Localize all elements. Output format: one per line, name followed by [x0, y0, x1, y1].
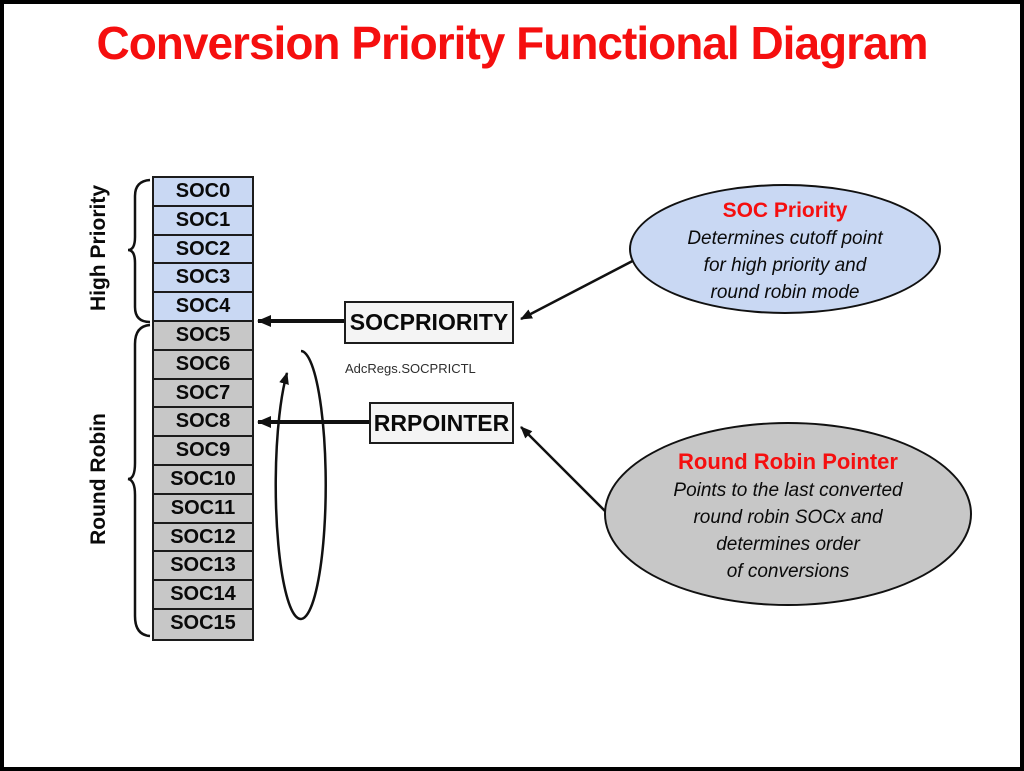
connector-layer: [127, 178, 670, 638]
page-title: Conversion Priority Functional Diagram: [96, 17, 928, 69]
round-robin-loop-arrow: [274, 349, 327, 621]
soc-priority-callout-arrow: [520, 240, 670, 321]
high-priority-brace: [127, 178, 151, 324]
rr-pointer-callout-arrow: [520, 426, 637, 543]
round-robin-brace: [127, 323, 151, 638]
